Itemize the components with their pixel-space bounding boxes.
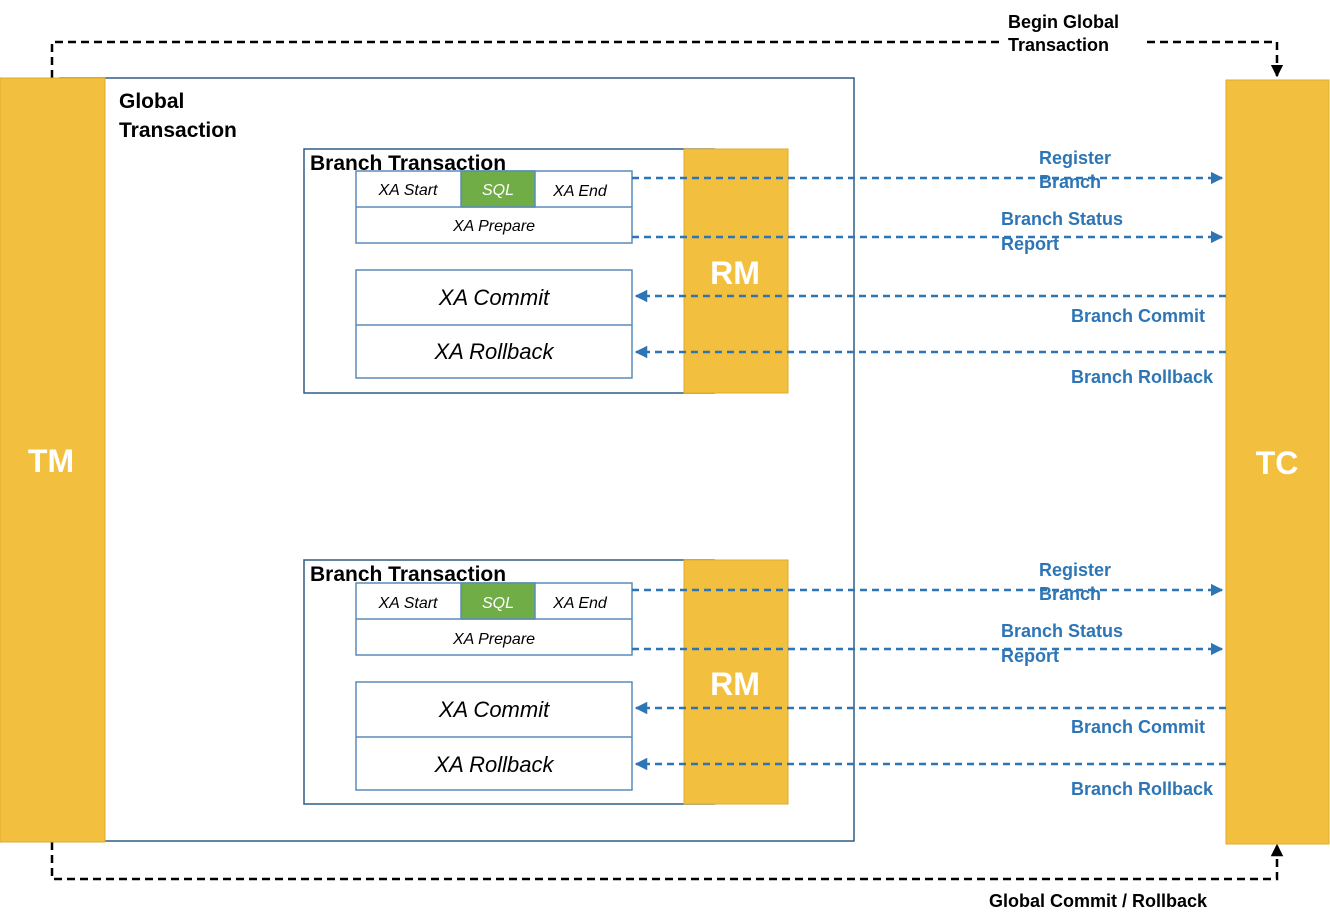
tm-label: TM: [28, 443, 74, 479]
register-branch-label-line1: Register: [1039, 560, 1111, 580]
branch-title: Branch Transaction: [310, 563, 506, 586]
xa-prepare-label: XA Prepare: [452, 218, 535, 235]
sql-label: SQL: [482, 595, 514, 612]
begin-global-transaction-arrow: [50, 40, 1284, 78]
xa-start-label: XA Start: [378, 595, 439, 612]
xa-commit-label: XA Commit: [438, 285, 550, 310]
xa-commit-label: XA Commit: [438, 697, 550, 722]
xa-end-label: XA End: [552, 595, 608, 612]
branch-commit-label: Branch Commit: [1071, 717, 1205, 737]
xa-rollback-label: XA Rollback: [433, 752, 554, 777]
tc-actor: [1225, 79, 1330, 845]
top-label-bg: [1004, 10, 1144, 52]
global-commit-rollback-label: Global Commit / Rollback: [989, 891, 1208, 911]
xa-start-label: XA Start: [378, 182, 439, 199]
xa-commit-rollback-box: [355, 681, 633, 791]
xa-commit-rollback-box: [355, 269, 633, 379]
rm-label: RM: [710, 666, 760, 702]
rm-actor: [683, 148, 789, 394]
begin-global-label-line2: Transaction: [1008, 35, 1109, 55]
rm-actor: [683, 559, 789, 805]
branch-status-label-line1: Branch Status: [1001, 209, 1123, 229]
register-branch-label-line2: Branch: [1039, 584, 1101, 604]
xa-end-label: XA End: [552, 183, 608, 200]
branch-status-label-line2: Report: [1001, 646, 1059, 666]
global-commit-rollback-arrow: [50, 842, 1284, 881]
register-branch-label-line2: Branch: [1039, 172, 1101, 192]
xa-rollback-label: XA Rollback: [433, 339, 554, 364]
global-transaction-title-line1: Global: [119, 90, 184, 113]
branch-status-label-line1: Branch Status: [1001, 621, 1123, 641]
register-branch-label-line1: Register: [1039, 148, 1111, 168]
sql-cell: [460, 170, 536, 208]
branch-transaction-1: Branch Transaction XA Start SQL XA End X…: [303, 148, 1226, 394]
branch-transaction-2: Branch Transaction XA Start SQL XA End X…: [303, 559, 1226, 805]
branch-commit-label: Branch Commit: [1071, 306, 1205, 326]
sql-cell: [460, 582, 536, 620]
branch-rollback-label: Branch Rollback: [1071, 367, 1214, 387]
global-transaction-title-line2: Transaction: [119, 119, 237, 142]
xa-prepare-label: XA Prepare: [452, 631, 535, 648]
tm-actor: [0, 77, 106, 843]
branch-status-label-line2: Report: [1001, 234, 1059, 254]
branch-title: Branch Transaction: [310, 152, 506, 175]
sql-label: SQL: [482, 182, 514, 199]
tc-label: TC: [1256, 445, 1299, 481]
rm-label: RM: [710, 255, 760, 291]
branch-rollback-label: Branch Rollback: [1071, 779, 1214, 799]
begin-global-label-line1: Begin Global: [1008, 12, 1119, 32]
